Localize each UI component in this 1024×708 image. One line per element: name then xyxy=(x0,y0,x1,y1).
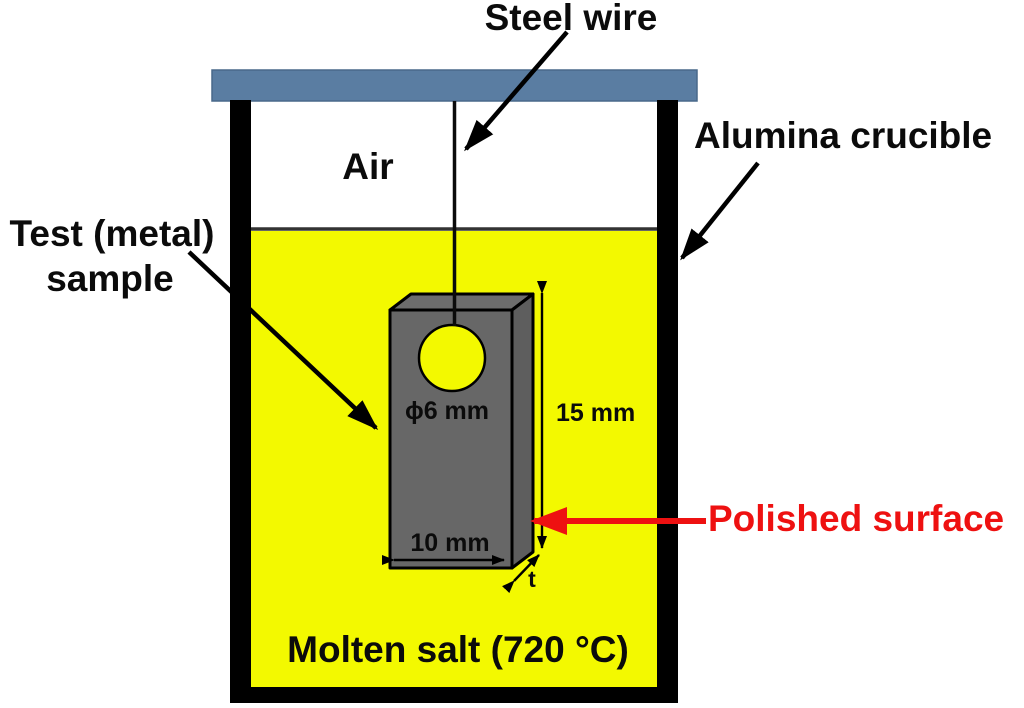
alumina-crucible-label: Alumina crucible xyxy=(694,115,992,156)
molten-salt-label: Molten salt (720 °C) xyxy=(287,629,629,670)
test-sample-label-line2: sample xyxy=(46,258,174,299)
polished-surface-label: Polished surface xyxy=(708,498,1004,539)
hole-diameter-label: ϕ6 mm xyxy=(405,397,489,425)
sample-height-label: 15 mm xyxy=(556,399,635,427)
air-label: Air xyxy=(342,146,393,187)
sample-side-face xyxy=(510,292,535,570)
crucible-bottom xyxy=(230,687,678,703)
crucible-lid xyxy=(211,69,698,102)
sample-top-face xyxy=(388,292,535,312)
test-sample-arrow xyxy=(187,250,379,431)
crucible-left-wall xyxy=(230,100,251,703)
sample-width-label: 10 mm xyxy=(410,529,489,557)
steel-wire-label: Steel wire xyxy=(485,0,658,38)
thickness-dimension-arrow xyxy=(502,554,540,594)
test-sample-label-line1: Test (metal) xyxy=(10,213,215,254)
sample-thickness-label: t xyxy=(528,566,536,592)
sample-hole xyxy=(417,323,487,393)
steel-wire-arrow xyxy=(464,30,569,152)
crucible-right-wall xyxy=(657,100,678,703)
alumina-crucible-arrow xyxy=(680,161,760,261)
